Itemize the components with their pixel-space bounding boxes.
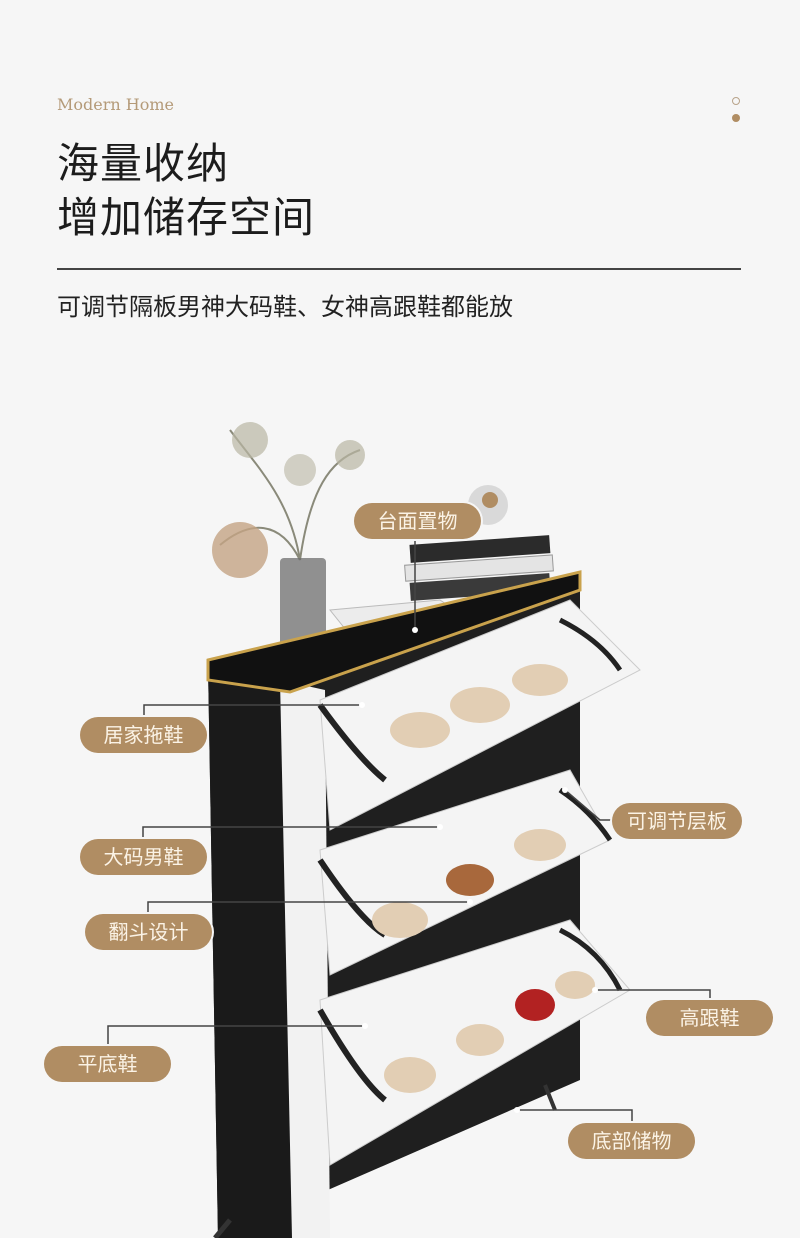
subtitle: 可调节隔板男神大码鞋、女神高跟鞋都能放: [57, 293, 513, 321]
page-indicator-dot-active: [732, 114, 740, 122]
callout-high-heels: 高跟鞋: [646, 1000, 773, 1036]
callout-mens-large-shoes: 大码男鞋: [80, 839, 207, 875]
shoes: [372, 664, 595, 1093]
callout-top-storage: 台面置物: [354, 503, 481, 539]
callout-dots: [359, 627, 598, 1113]
callout-slippers: 居家拖鞋: [80, 717, 207, 753]
callout-bottom-storage: 底部储物: [568, 1123, 695, 1159]
callout-flip-design: 翻斗设计: [85, 914, 212, 950]
callout-flats: 平底鞋: [44, 1046, 171, 1082]
page-title-line1: 海量收纳: [57, 139, 230, 188]
plant-decoration: [212, 422, 365, 650]
divider: [57, 268, 741, 270]
page-title-line2: 增加储存空间: [57, 193, 316, 242]
page-indicator-dot: [732, 97, 740, 105]
callout-lines: [107, 540, 711, 1123]
brand-label: Modern Home: [57, 95, 174, 114]
callout-adjustable-shelf: 可调节层板: [612, 803, 742, 839]
cabinet-top-gold-trim: [206, 570, 582, 694]
